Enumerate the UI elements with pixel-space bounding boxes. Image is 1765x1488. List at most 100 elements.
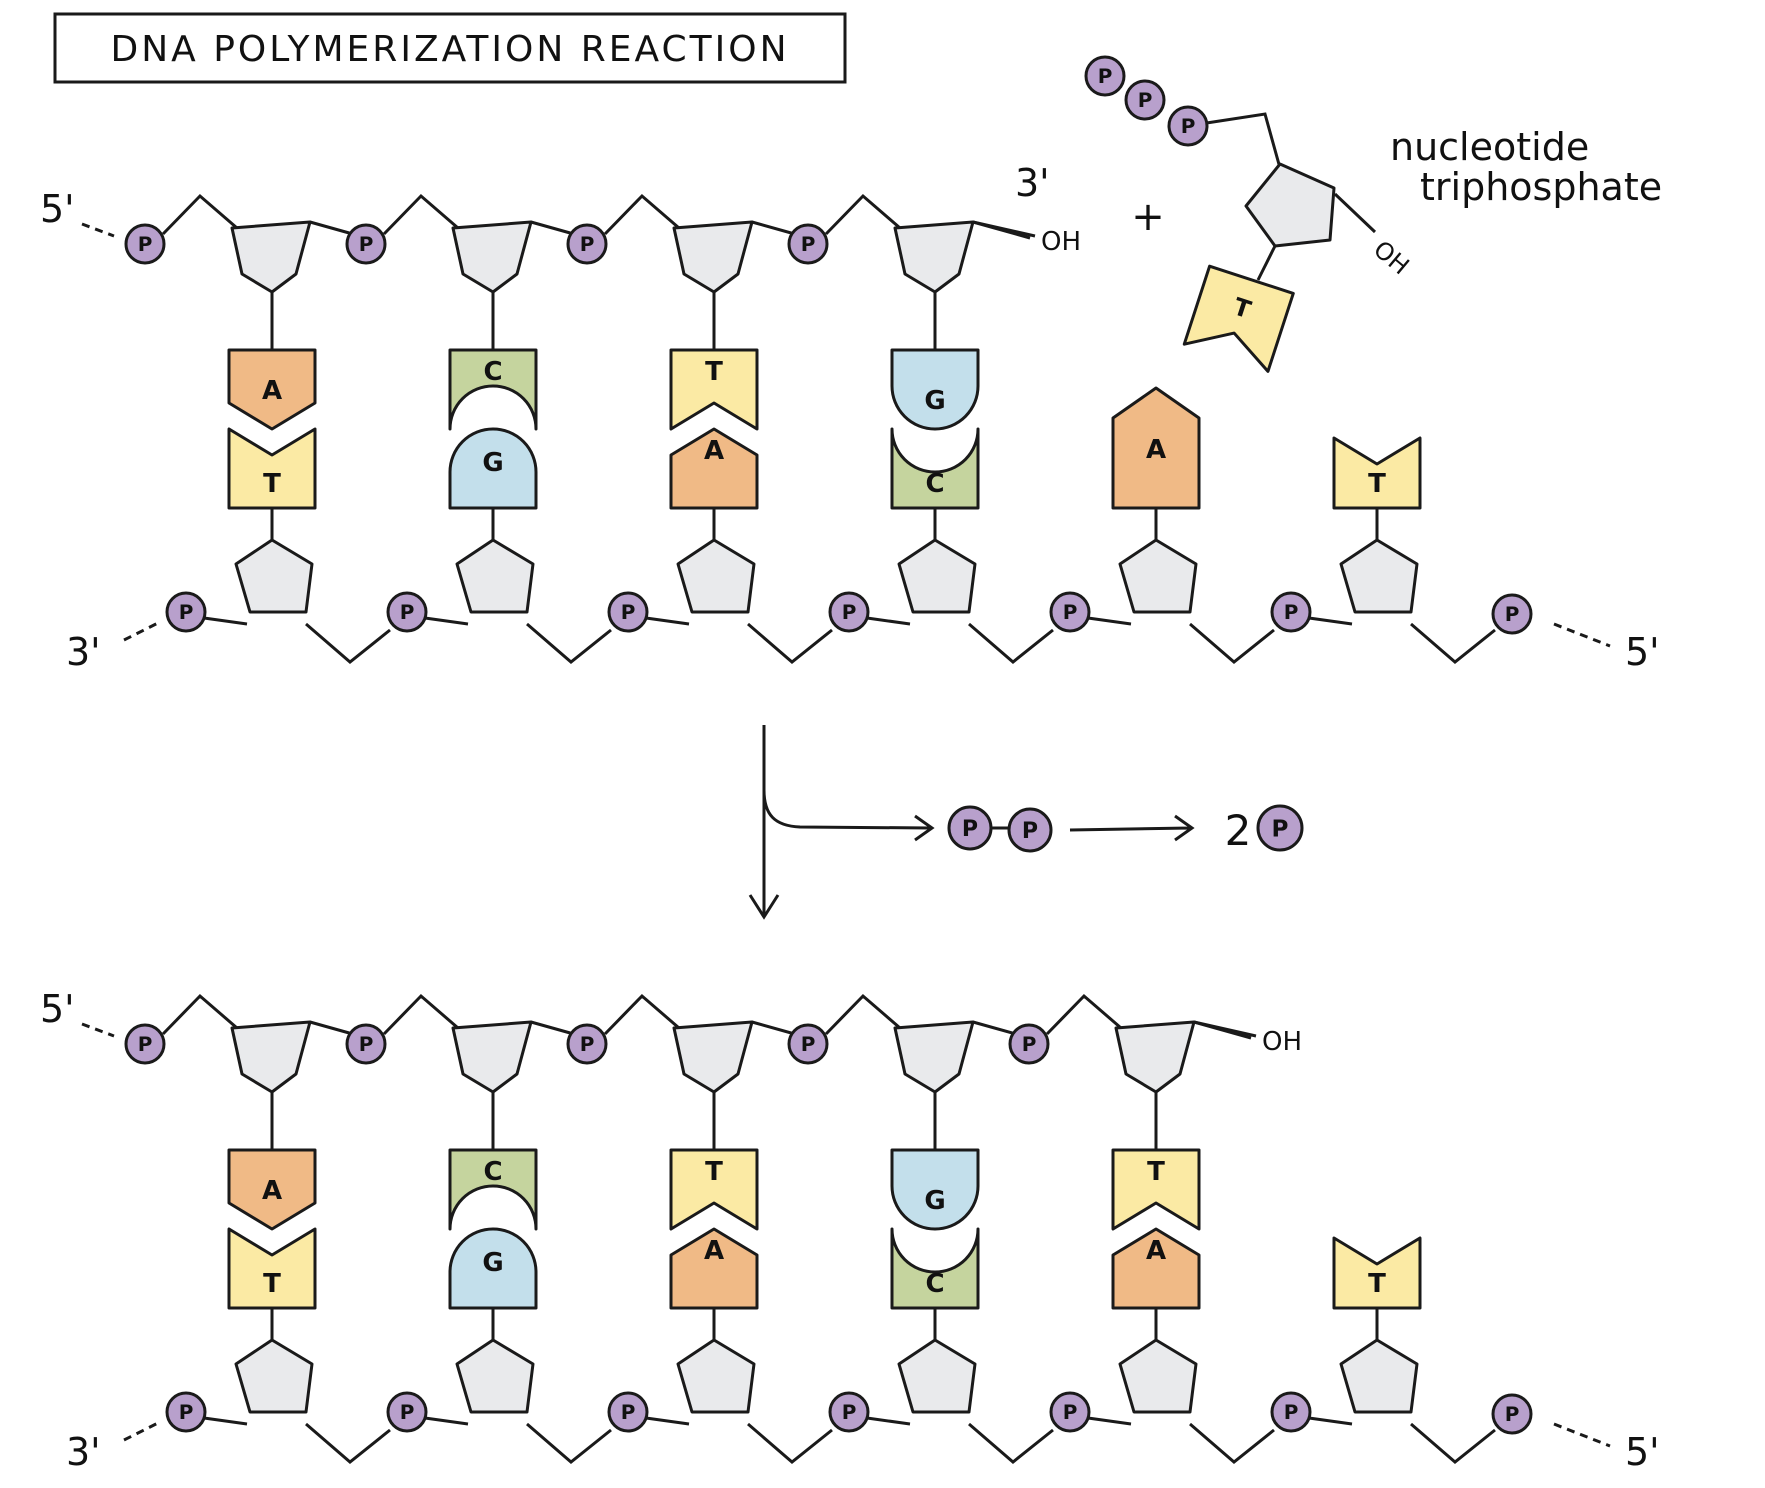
phosphate-label: P — [580, 1032, 595, 1056]
sugar-pentagon — [451, 1020, 533, 1094]
base-shape — [1332, 1236, 1422, 1310]
base-shape — [669, 1227, 759, 1310]
phosphate-circle — [1008, 1023, 1050, 1065]
base-shape — [890, 348, 980, 431]
phosphate-label: P — [1181, 114, 1196, 138]
strand-continues-dash — [123, 1420, 161, 1442]
base-shape — [1332, 436, 1422, 510]
phosphate-circle — [124, 1023, 166, 1065]
base-letter: A — [1146, 435, 1166, 465]
strand-continues-dash — [123, 620, 161, 642]
phosphate-label: P — [1063, 1400, 1078, 1424]
nucleotide-bonds — [1199, 112, 1377, 234]
base-shape — [1111, 1148, 1201, 1231]
base-shape — [890, 427, 980, 510]
bottom-strand-3prime: 3' — [66, 1430, 101, 1474]
phosphate-label: P — [359, 1032, 374, 1056]
hydroxyl-bond — [972, 220, 1036, 238]
sugar-pentagon — [897, 1338, 977, 1414]
base-A — [669, 427, 759, 510]
base-A — [669, 1227, 759, 1310]
hydrolysis-arrow — [1069, 814, 1195, 842]
base-shape — [669, 1148, 759, 1231]
sugar-pentagon — [451, 220, 533, 294]
base-T — [227, 427, 317, 510]
phosphate-label: P — [621, 1400, 636, 1424]
pyrophosphate-release-arrow — [762, 789, 935, 842]
phosphate-group: P — [1270, 1391, 1312, 1433]
bottom-strand-3prime: 3' — [66, 630, 101, 674]
phosphate-group: P — [1084, 55, 1126, 97]
phosphate-group: P — [828, 591, 870, 633]
top-strand-5prime: 5' — [40, 987, 75, 1031]
phosphate-circle — [124, 223, 166, 265]
phosphate-group: P — [165, 591, 207, 633]
phosphate-group: P — [386, 1391, 428, 1433]
base-G — [890, 1148, 980, 1231]
sugar-pentagon — [893, 220, 975, 294]
phosphate-label: P — [359, 232, 374, 256]
strand-continues-dash — [1553, 1422, 1611, 1448]
phosphate-label: P — [621, 600, 636, 624]
phosphate-label: P — [1022, 1032, 1037, 1056]
base-letter: T — [705, 357, 723, 387]
phosphate-circle — [1491, 593, 1533, 635]
base-letter: C — [925, 469, 944, 499]
base-A — [1111, 386, 1201, 510]
base-shape — [448, 427, 538, 510]
phosphate-label: P — [1284, 1400, 1299, 1424]
base-T — [1111, 1148, 1201, 1231]
phosphate-group: P — [1124, 79, 1166, 121]
base-letter: A — [1146, 1236, 1166, 1266]
base-shape — [1111, 1227, 1201, 1310]
phosphate-circle — [1049, 591, 1091, 633]
phosphate-circle — [1270, 591, 1312, 633]
sugar-pentagon — [455, 538, 535, 614]
phosphate-label: P — [1505, 602, 1520, 626]
base-letter: G — [924, 386, 945, 416]
sugar-pentagon — [672, 220, 754, 294]
phosphate-group: P — [1491, 593, 1533, 635]
phosphate-circle — [947, 805, 993, 851]
phosphate-group: P — [1049, 1391, 1091, 1433]
phosphate-circle — [1084, 55, 1126, 97]
phosphate-label: P — [842, 600, 857, 624]
phosphate-circle — [386, 1391, 428, 1433]
sugar-pentagon — [1118, 1338, 1198, 1414]
strand-continues-dash — [81, 222, 115, 238]
phosphate-circle — [566, 1023, 608, 1065]
base-C — [448, 348, 538, 431]
base-A — [227, 348, 317, 431]
base-letter: T — [1147, 1157, 1165, 1187]
base-letter: T — [263, 469, 281, 499]
glycosidic-bond — [1256, 245, 1277, 281]
base-letter: C — [925, 1269, 944, 1299]
phosphate-circle — [1256, 804, 1304, 852]
phosphate-label: P — [580, 232, 595, 256]
base-shape — [1182, 264, 1295, 373]
phosphate-circle — [1491, 1393, 1533, 1435]
phosphate-circle — [345, 223, 387, 265]
phosphate-group: P — [386, 591, 428, 633]
phosphate-circle — [1007, 807, 1053, 853]
phosphate-circle — [566, 223, 608, 265]
base-letter: T — [705, 1157, 723, 1187]
sugar-pentagon — [893, 1020, 975, 1094]
phosphate-group: P — [566, 223, 608, 265]
phosphate-label: P — [179, 1400, 194, 1424]
phosphate-circle — [1167, 105, 1209, 147]
phosphate-group: P — [566, 1023, 608, 1065]
phosphate-group: P — [1049, 591, 1091, 633]
main-reaction-arrow — [748, 725, 780, 920]
sugar-pentagon — [672, 1020, 754, 1094]
sugar-pentagon — [234, 538, 314, 614]
phosphate-circle — [1049, 1391, 1091, 1433]
sugar-pentagon — [455, 1338, 535, 1414]
base-letter: C — [483, 357, 502, 387]
base-letter: A — [262, 376, 282, 406]
hydroxyl-bond — [1193, 1020, 1257, 1038]
sugar-pentagon — [234, 1338, 314, 1414]
base-shape — [227, 1227, 317, 1310]
